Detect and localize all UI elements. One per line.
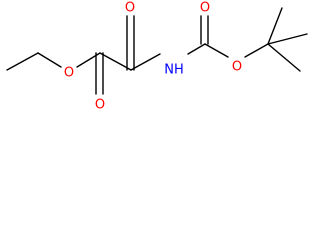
bond-c1-c2 xyxy=(99,52,132,71)
bond-ctbu-me2 xyxy=(267,33,308,45)
atom-o-ester-carbonyl: O xyxy=(95,98,105,113)
bond-ctbu-me3 xyxy=(267,43,301,72)
atom-o-ester: O xyxy=(64,66,74,81)
atom-nh: NH xyxy=(164,63,184,78)
atom-o-ketone: O xyxy=(125,1,135,16)
bond-n-c3 xyxy=(187,43,206,55)
bond-ch2-oester xyxy=(37,52,62,68)
atom-o-carbamate-carbonyl: O xyxy=(200,1,210,16)
bond-ch3-ch2 xyxy=(6,52,39,71)
bond-ocarb-ctbu xyxy=(244,43,269,58)
structure-canvas: O O O NH O O xyxy=(0,0,320,118)
molecule-diagram: O O O NH O O xyxy=(6,1,308,113)
atom-o-carbamate: O xyxy=(232,60,242,75)
bond-c2-n xyxy=(130,53,161,71)
bond-c3-ocarb xyxy=(204,43,229,58)
bond-ctbu-me1 xyxy=(267,7,283,45)
